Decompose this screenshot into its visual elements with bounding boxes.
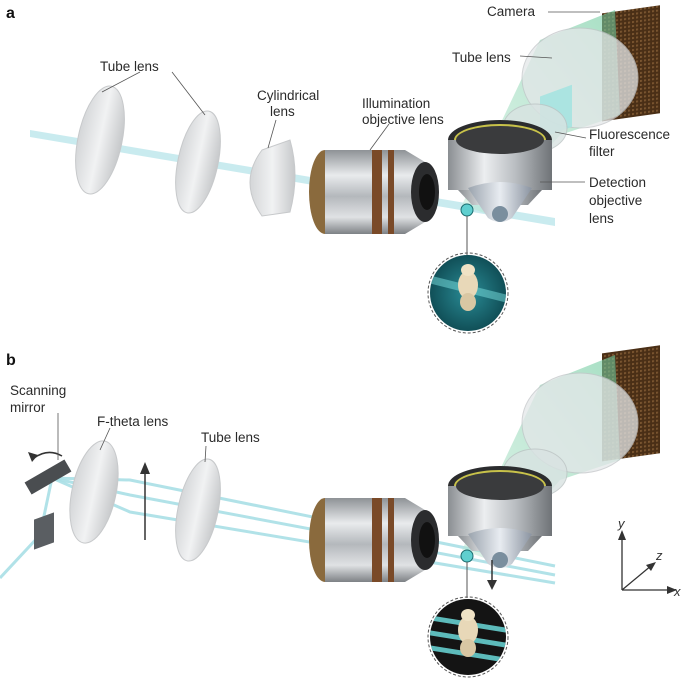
label-cylindrical-lens-1: Cylindrical <box>257 88 320 103</box>
scanning-mirror <box>24 459 72 495</box>
axis-label-y: y <box>618 516 625 531</box>
label-detection-objective-3: lens <box>589 211 614 226</box>
axis-label-z: z <box>656 548 663 563</box>
detection-objective-lens-b <box>448 466 552 568</box>
label-scanning-mirror-1: Scanning <box>10 383 67 398</box>
label-scanning-mirror-2: mirror <box>10 400 46 415</box>
tube-lens-b <box>175 458 221 562</box>
panel-label-b: b <box>6 352 16 369</box>
panel-a-illustration <box>30 5 660 334</box>
label-illumination-objective-1: Illumination <box>362 96 431 111</box>
f-theta-lens <box>69 440 119 544</box>
axis-label-x: x <box>674 584 681 599</box>
tube-lens-illumination-left <box>75 85 125 195</box>
label-tube-lens-a-left: Tube lens <box>100 59 159 74</box>
sample-inset-b <box>430 599 506 675</box>
axis-triad <box>621 535 672 591</box>
panel-b-illustration <box>0 345 677 678</box>
tube-lens-detection-b <box>521 372 639 474</box>
sample-inset-b-border <box>427 596 509 678</box>
label-fluorescence-filter-1: Fluorescence <box>589 127 671 142</box>
detection-objective-lens <box>448 120 552 222</box>
label-tube-lens-a-right: Tube lens <box>452 50 511 65</box>
label-cylindrical-lens-2: lens <box>270 104 295 119</box>
fixed-mirror <box>34 512 54 550</box>
label-illumination-objective-2: objective lens <box>362 112 444 127</box>
sample-inset-a <box>430 255 506 331</box>
label-detection-objective-1: Detection <box>589 175 647 190</box>
leader-lines <box>57 11 600 463</box>
cylindrical-lens <box>249 139 296 217</box>
label-detection-objective-2: objective <box>589 193 643 208</box>
sample-inset-a-border <box>427 252 509 334</box>
illumination-objective-lens-b <box>309 498 439 582</box>
tube-lens-illumination-right <box>175 110 221 214</box>
label-f-theta-lens: F-theta lens <box>97 414 169 429</box>
panel-label-a: a <box>6 5 15 22</box>
illumination-objective-lens <box>309 150 439 234</box>
label-camera: Camera <box>487 4 536 19</box>
label-fluorescence-filter-2: filter <box>589 144 615 159</box>
label-tube-lens-b: Tube lens <box>201 430 260 445</box>
